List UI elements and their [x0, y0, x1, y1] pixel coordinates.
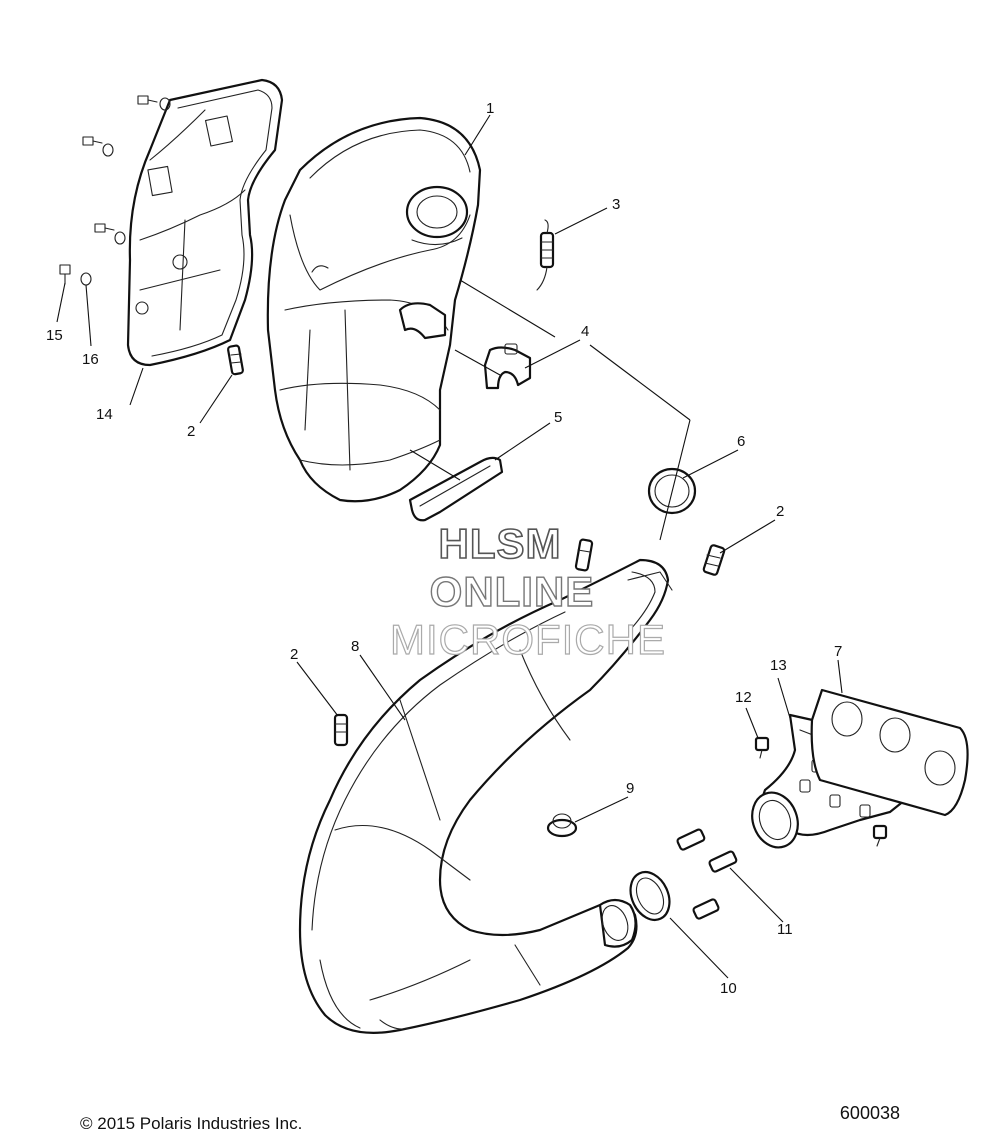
callout-12: 12: [735, 689, 752, 706]
callout-5: 5: [554, 409, 562, 426]
callout-numbers: 1 2 2 2 3 4 5 6 7 8 9 10 11 12 13 14 15 …: [46, 100, 842, 997]
spring-2-center: [574, 538, 594, 572]
callout-16: 16: [82, 351, 99, 368]
manifold-gasket: [810, 688, 969, 817]
clamp-bracket: [483, 343, 532, 390]
callout-15: 15: [46, 327, 63, 344]
callout-11: 11: [777, 921, 793, 938]
callout-2: 2: [187, 423, 195, 440]
bolts-and-washers: [59, 95, 171, 286]
manifold-bolt: [872, 824, 888, 847]
spring-2-left: [227, 344, 244, 376]
spring-11-c: [692, 898, 720, 920]
manifold-bolt-12: [754, 736, 770, 759]
grommet-9: [546, 813, 578, 838]
callout-1: 1: [486, 100, 494, 117]
callout-6: 6: [737, 433, 745, 450]
callout-2: 2: [290, 646, 298, 663]
copyright-text: © 2015 Polaris Industries Inc.: [80, 1114, 303, 1133]
callout-4: 4: [581, 323, 589, 340]
spring-2-right: [702, 544, 726, 576]
figure-number: 600038: [839, 1103, 900, 1123]
callout-3: 3: [612, 196, 620, 213]
spring-11-b: [708, 850, 738, 873]
callout-9: 9: [626, 780, 634, 797]
callout-7: 7: [834, 643, 842, 660]
callout-2: 2: [776, 503, 784, 520]
exhaust-bracket: [408, 456, 504, 522]
spring-11-a: [676, 828, 706, 851]
watermark-line-1: HLSM: [438, 519, 562, 568]
callout-10: 10: [720, 980, 737, 997]
heat-shield: [126, 78, 284, 367]
muffler: [266, 116, 482, 503]
expansion-chamber: [298, 558, 673, 1034]
seal-ring-10: [629, 870, 671, 922]
callout-14: 14: [96, 406, 113, 423]
watermark-line-3: MICROFICHE: [389, 615, 666, 663]
watermark-line-2: ONLINE: [429, 567, 595, 615]
callout-8: 8: [351, 638, 359, 655]
spring-2-lower: [333, 713, 349, 747]
leader-lines: [56, 114, 843, 979]
callout-13: 13: [770, 657, 787, 674]
spring-3: [536, 219, 555, 291]
